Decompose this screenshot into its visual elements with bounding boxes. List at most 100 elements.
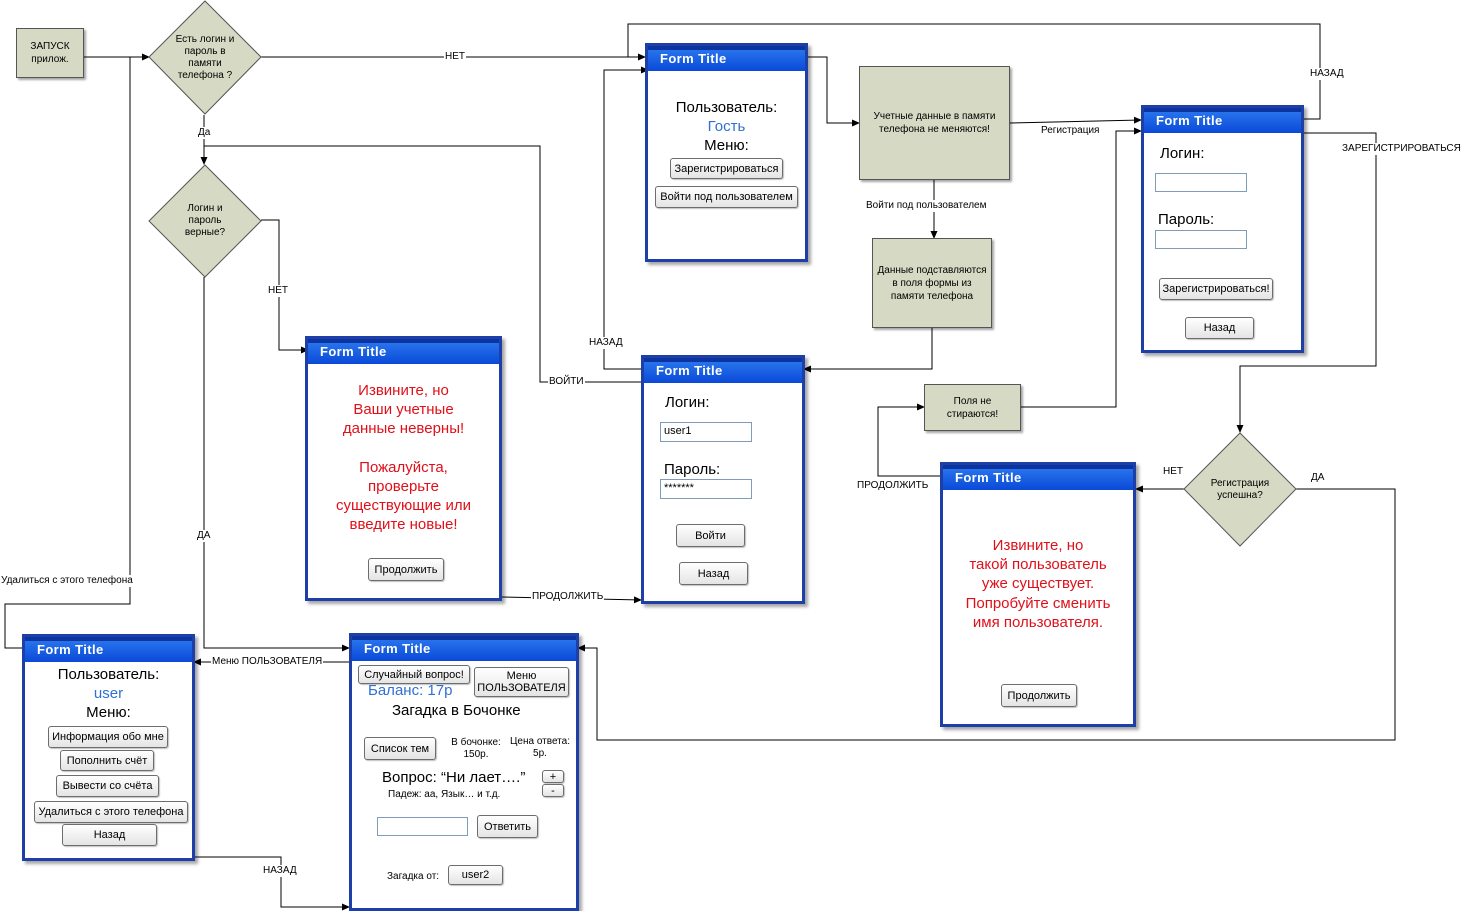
minus-button[interactable]: - <box>542 784 564 797</box>
form-title-bar: Form Title <box>25 637 192 662</box>
edge-label-net: НЕТ <box>267 285 289 297</box>
register-button[interactable]: Зарегистрироваться <box>670 158 783 179</box>
edge-label-nazad: НАЗАД <box>262 865 298 877</box>
register-submit-button[interactable]: Зарегистрироваться! <box>1159 278 1273 300</box>
form-user-exists-error: Form Title Извините, но такой пользовате… <box>940 462 1136 727</box>
process-label: Данные подставляются в поля формы из пам… <box>877 264 987 302</box>
form-registration: Form Title Логин: Пароль: Зарегистрирова… <box>1141 105 1304 353</box>
topup-button[interactable]: Пополнить счёт <box>60 750 154 771</box>
edge-label-prodolzhit: ПРОДОЛЖИТЬ <box>531 591 605 603</box>
error-message-line: введите новые! <box>349 516 458 533</box>
edge-label-menu-polzovatelya: Меню ПОЛЬЗОВАТЕЛЯ <box>211 656 324 668</box>
edge-label-prodolzhit: ПРОДОЛЖИТЬ <box>856 480 930 492</box>
form-title-bar: Form Title <box>308 339 499 364</box>
form-title-bar: Form Title <box>943 465 1133 490</box>
form-title: Form Title <box>320 344 387 359</box>
decision-registration-success: Регистрация успешна? <box>1183 432 1297 547</box>
info-button[interactable]: Информация обо мне <box>48 726 168 748</box>
form-title: Form Title <box>955 470 1022 485</box>
decision-label: Логин и пароль верные? <box>184 203 226 238</box>
login-button[interactable]: Войти <box>676 524 745 547</box>
form-login-error: Form Title Извините, но Ваши учетные дан… <box>305 336 502 601</box>
decision-credentials-valid: Логин и пароль верные? <box>148 164 262 278</box>
user-menu-button-line: Меню <box>506 670 537 682</box>
login-field[interactable] <box>1155 173 1247 192</box>
form-title: Form Title <box>660 51 727 66</box>
continue-button[interactable]: Продолжить <box>368 558 444 581</box>
password-field[interactable] <box>1155 230 1247 249</box>
question-text: Вопрос: “Ни лает….” <box>382 769 526 786</box>
form-guest-menu: Form Title Пользователь: Гость Меню: Зар… <box>645 43 808 262</box>
user-label: Пользователь: <box>675 99 778 116</box>
error-message-line: такой пользователь <box>969 556 1107 573</box>
form-title: Form Title <box>1156 113 1223 128</box>
process-data-substituted: Данные подставляются в поля формы из пам… <box>872 238 992 328</box>
start-node-label: ЗАПУСК прилож. <box>30 41 70 65</box>
edge-label-da: ДА <box>1310 472 1326 484</box>
error-message-line: имя пользователя. <box>972 614 1104 631</box>
plus-button[interactable]: + <box>542 770 564 783</box>
form-title: Form Title <box>37 642 104 657</box>
form-login: Form Title Логин: user1 Пароль: ******* … <box>641 355 805 604</box>
user-value: Гость <box>707 118 746 135</box>
start-node: ЗАПУСК прилож. <box>16 28 84 78</box>
error-message-line: существующие или <box>335 497 471 514</box>
login-as-user-button[interactable]: Войти под пользователем <box>655 186 798 208</box>
error-message-line: проверьте <box>368 478 439 495</box>
form-title: Form Title <box>364 641 431 656</box>
password-label: Пароль: <box>664 461 721 478</box>
error-message-line: Извините, но <box>992 537 1084 554</box>
error-message-line: Пожалуйста, <box>359 459 448 476</box>
topics-list-button[interactable]: Список тем <box>364 737 436 760</box>
user-value: user <box>93 685 124 702</box>
password-label: Пароль: <box>1158 211 1215 228</box>
menu-label: Меню: <box>704 137 749 154</box>
game-heading: Загадка в Бочонке <box>392 702 521 719</box>
process-label: Поля не стираются! <box>946 395 999 420</box>
edge-label-da: Да <box>197 127 212 139</box>
form-title-bar: Form Title <box>1144 108 1301 133</box>
decision-label: Регистрация успешна? <box>1210 477 1270 501</box>
edge-label-net: НЕТ <box>444 51 466 63</box>
process-fields-kept: Поля не стираются! <box>924 384 1021 431</box>
edge-label-voiti-pod-polzovatelem: Войти под пользователем <box>865 200 988 212</box>
user-menu-button-line: ПОЛЬЗОВАТЕЛЯ <box>477 682 566 694</box>
answer-input[interactable] <box>377 817 468 836</box>
back-button[interactable]: Назад <box>1185 317 1254 339</box>
answer-price-value: 5р. <box>533 748 547 759</box>
back-button[interactable]: Назад <box>679 562 748 585</box>
error-message-line: данные неверны! <box>342 420 465 437</box>
edge-label-da: ДА <box>196 530 212 542</box>
riddle-from-label: Загадка от: <box>387 871 440 882</box>
remove-from-phone-button[interactable]: Удалиться с этого телефона <box>34 801 188 823</box>
back-button[interactable]: Назад <box>62 824 157 846</box>
user-menu-button[interactable]: Меню ПОЛЬЗОВАТЕЛЯ <box>474 667 569 697</box>
form-title-bar: Form Title <box>644 358 802 383</box>
error-message-line: Попробуйте сменить <box>965 595 1111 612</box>
process-label: Учетные данные в памяти телефона не меня… <box>873 111 996 135</box>
edge-label-zaregistrirovatsya: ЗАРЕГИСТРИРОВАТЬСЯ <box>1341 143 1462 155</box>
answer-button[interactable]: Ответить <box>477 815 538 838</box>
error-message-line: Извините, но <box>358 382 449 399</box>
continue-button[interactable]: Продолжить <box>1001 684 1077 707</box>
barrel-label: В бочонке: <box>451 737 501 748</box>
edge-label-udalitsya: Удалиться с этого телефона <box>0 575 134 587</box>
error-message-line: Ваши учетные <box>353 401 454 418</box>
edge-label-voiti: ВОЙТИ <box>548 376 585 388</box>
password-field[interactable]: ******* <box>660 479 752 499</box>
process-credentials-unchanged: Учетные данные в памяти телефона не меня… <box>859 66 1010 180</box>
withdraw-button[interactable]: Вывести со счёта <box>56 775 159 797</box>
random-question-button[interactable]: Случайный вопрос! <box>358 665 470 684</box>
form-title: Form Title <box>656 363 723 378</box>
edge-label-nazad: НАЗАД <box>588 337 624 349</box>
login-field[interactable]: user1 <box>660 422 752 442</box>
barrel-amount: 150р. <box>463 749 489 760</box>
edge-label-nazad: НАЗАД <box>1309 68 1345 80</box>
login-label: Логин: <box>1160 145 1205 162</box>
form-title-bar: Form Title <box>648 46 805 71</box>
balance-text: Баланс: 17р <box>368 682 453 699</box>
answer-price-label: Цена ответа: <box>510 736 570 747</box>
edge-label-registratsiya: Регистрация <box>1040 125 1101 137</box>
user-label: Пользователь: <box>57 666 160 683</box>
riddle-author-button[interactable]: user2 <box>448 865 503 885</box>
